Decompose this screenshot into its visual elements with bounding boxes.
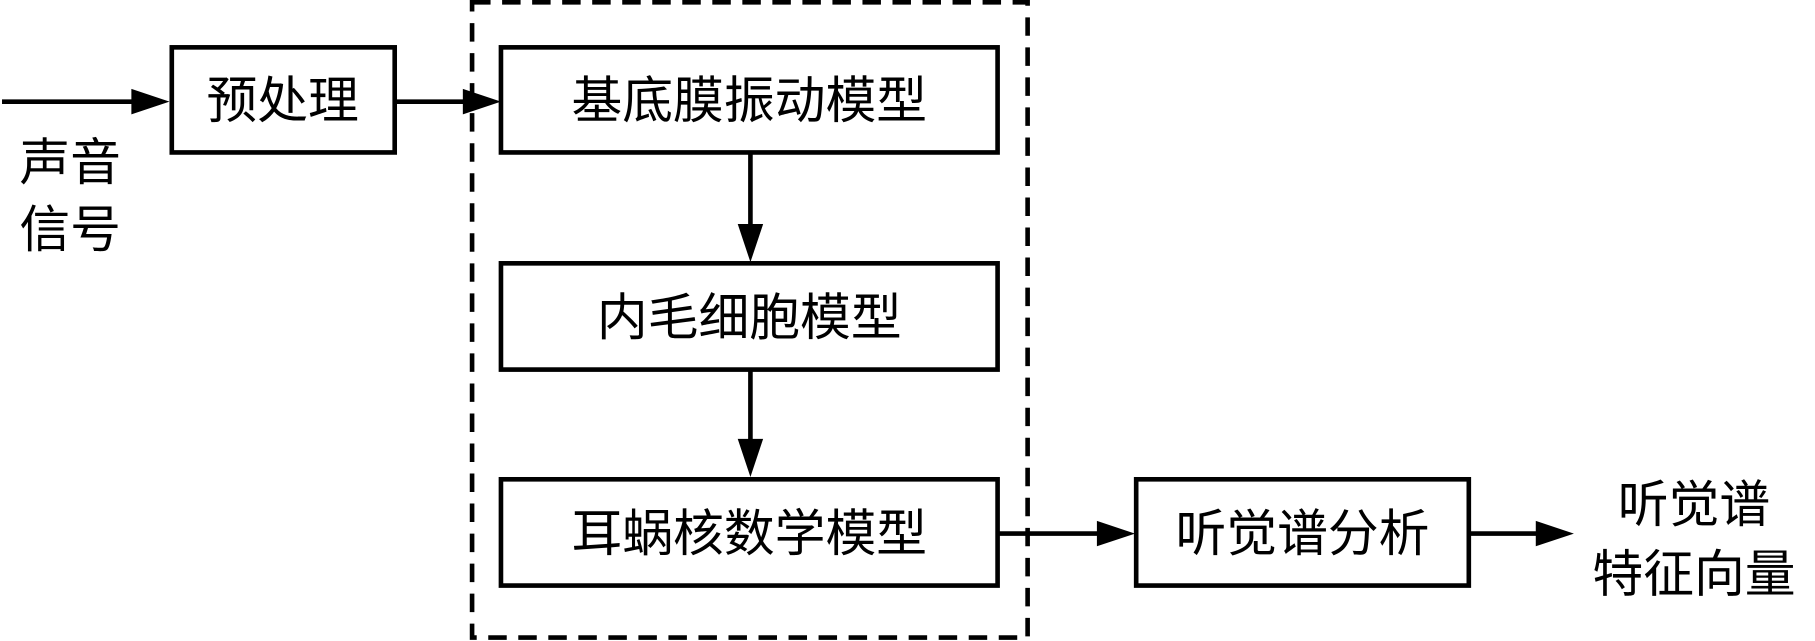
arrow-spectrum-to-output: [1468, 520, 1574, 547]
arrow-preprocess-to-basilar: [394, 88, 501, 115]
arrow-hair-cell-to-nucleus: [737, 369, 764, 477]
node-inner-hair-cell-label: 内毛细胞模型: [597, 288, 902, 347]
node-auditory-spectrum: 听觉谱分析: [1133, 476, 1472, 588]
output-label-line1: 听觉谱: [1618, 475, 1770, 534]
output-label-line2: 特征向量: [1592, 544, 1795, 603]
node-cochlear-nucleus: 耳蜗核数学模型: [498, 476, 1000, 588]
node-auditory-spectrum-label: 听觉谱分析: [1175, 504, 1429, 563]
arrow-nucleus-to-spectrum: [997, 520, 1136, 547]
input-label-line2: 信号: [19, 200, 121, 259]
arrow-basilar-to-hair-cell: [737, 152, 764, 263]
node-preprocess: 预处理: [169, 45, 398, 155]
node-preprocess-label: 预处理: [206, 71, 358, 130]
node-cochlear-nucleus-label: 耳蜗核数学模型: [571, 504, 927, 563]
node-basilar-membrane-label: 基底膜振动模型: [571, 71, 927, 130]
arrow-input-to-preprocess: [2, 88, 170, 115]
node-basilar-membrane: 基底膜振动模型: [498, 45, 1000, 155]
input-label-line1: 声音: [19, 133, 121, 192]
cochlea-model-group: [469, 0, 1030, 640]
node-inner-hair-cell: 内毛细胞模型: [498, 261, 1000, 372]
